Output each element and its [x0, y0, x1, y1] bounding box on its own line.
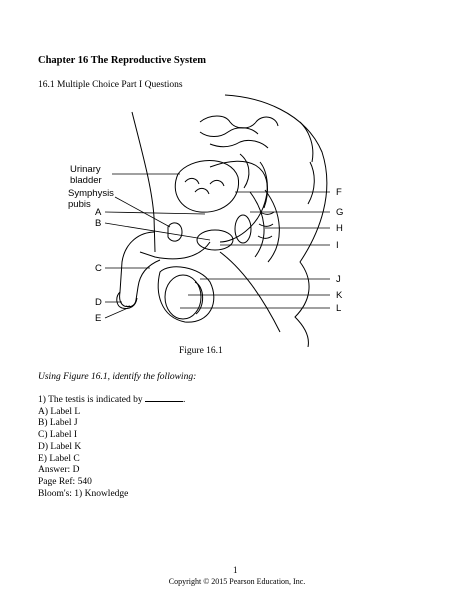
- label-e: E: [95, 313, 101, 324]
- label-b: B: [95, 218, 101, 229]
- label-j: J: [336, 274, 341, 285]
- chapter-title: Chapter 16 The Reproductive System: [38, 55, 206, 66]
- instruction-text: Using Figure 16.1, identify the followin…: [38, 372, 197, 382]
- label-symphysis-pubis-line2: pubis: [68, 199, 91, 210]
- right-labels: F G H I J K L: [180, 187, 343, 314]
- page-ref: Page Ref: 540: [38, 476, 92, 487]
- label-i: I: [336, 240, 339, 251]
- option-c: C) Label I: [38, 430, 78, 441]
- label-h: H: [336, 223, 343, 234]
- section-title: 16.1 Multiple Choice Part I Questions: [38, 80, 183, 90]
- option-e: E) Label C: [38, 453, 80, 464]
- label-d: D: [95, 297, 102, 308]
- label-f: F: [336, 187, 342, 198]
- page-number: 1: [233, 565, 238, 575]
- label-symphysis-pubis-line1: Symphysis: [68, 188, 114, 199]
- option-d: D) Label K: [38, 441, 82, 452]
- label-g: G: [336, 207, 343, 218]
- option-a: A) Label L: [38, 406, 81, 417]
- figure-caption: Figure 16.1: [179, 346, 223, 356]
- label-l: L: [336, 303, 341, 314]
- answer-blank: [144, 393, 183, 402]
- left-labels: Urinary bladder Symphysis pubis A B C D …: [68, 164, 211, 324]
- question-block: 1) The testis is indicated by . A) Label…: [38, 393, 185, 500]
- figure-drawing: [116, 94, 328, 347]
- question-stem-suffix: .: [182, 395, 186, 405]
- blooms-level: Bloom's: 1) Knowledge: [38, 488, 129, 499]
- answer-text: Answer: D: [38, 465, 80, 476]
- question-stem: 1) The testis is indicated by .: [38, 393, 185, 407]
- anatomy-figure: Urinary bladder Symphysis pubis A B C D …: [68, 94, 343, 347]
- label-c: C: [95, 263, 102, 274]
- label-urinary-bladder-line1: Urinary: [70, 164, 101, 175]
- label-k: K: [336, 290, 343, 301]
- question-stem-text: 1) The testis is indicated by: [38, 395, 143, 405]
- copyright-notice: Copyright © 2015 Pearson Education, Inc.: [168, 577, 306, 586]
- label-a: A: [95, 207, 102, 218]
- label-urinary-bladder-line2: bladder: [70, 175, 102, 186]
- option-b: B) Label J: [38, 418, 78, 429]
